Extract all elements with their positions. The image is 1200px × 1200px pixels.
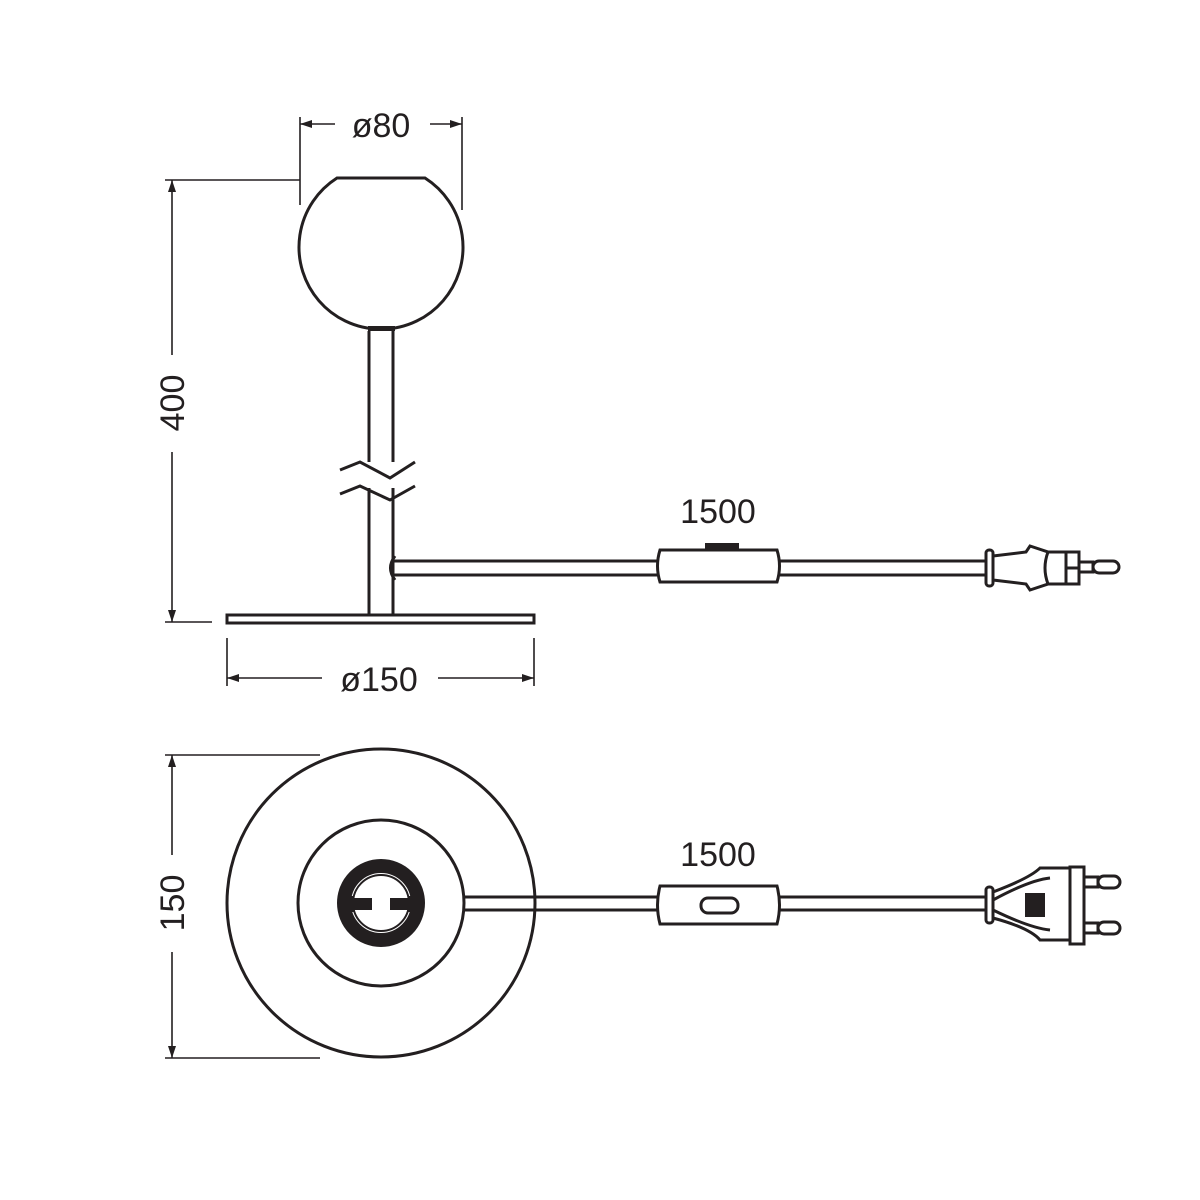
dimension-globe-diameter: ø80 bbox=[299, 107, 463, 210]
cable-length-label-side: 1500 bbox=[680, 493, 756, 531]
plug-top bbox=[984, 865, 1122, 946]
switch-button bbox=[705, 543, 739, 551]
break-symbol bbox=[339, 460, 416, 502]
socket-icon bbox=[337, 859, 425, 947]
plug-side bbox=[984, 544, 1121, 592]
switch-slot bbox=[699, 896, 740, 915]
globe-shade bbox=[297, 176, 465, 331]
base-diameter-label: ø150 bbox=[340, 661, 418, 699]
globe-neck bbox=[368, 326, 395, 331]
base-inner bbox=[296, 818, 466, 988]
base-plate bbox=[225, 613, 536, 625]
dimension-height: 400 bbox=[154, 179, 300, 623]
side-view: ø80 400 ø150 1500 bbox=[154, 107, 1121, 699]
top-view: 150 1500 bbox=[154, 747, 1122, 1059]
stem bbox=[339, 331, 416, 615]
cable-switch-top bbox=[656, 884, 781, 926]
cable-length-label-top: 1500 bbox=[680, 836, 756, 874]
base-width-label: 150 bbox=[154, 875, 192, 932]
dimension-base-width: 150 bbox=[154, 754, 320, 1059]
cable-top bbox=[464, 895, 988, 912]
globe-diameter-label: ø80 bbox=[352, 107, 411, 145]
height-label: 400 bbox=[154, 375, 192, 432]
base-outer bbox=[225, 747, 537, 1059]
cable bbox=[389, 555, 988, 581]
cable-switch bbox=[656, 543, 781, 584]
dimension-base-diameter: ø150 bbox=[226, 638, 535, 699]
